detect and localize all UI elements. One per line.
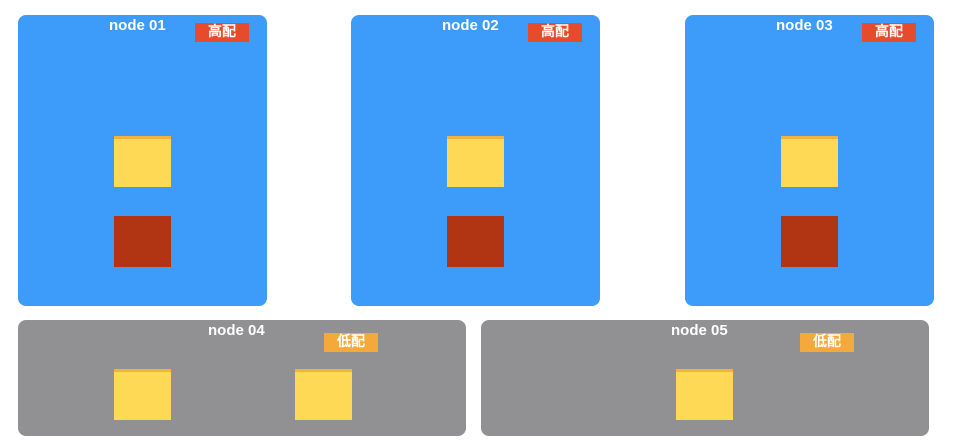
- node-04-box: node 04 低配: [18, 320, 466, 436]
- node-05-box: node 05 低配: [481, 320, 929, 436]
- node-01-box: node 01 高配: [18, 15, 267, 306]
- node-03-yellow-block: [781, 136, 838, 187]
- node-04-yellow-block-1: [114, 369, 171, 420]
- node-04-yellow-block-2: [295, 369, 352, 420]
- node-02-box: node 02 高配: [351, 15, 600, 306]
- node-02-badge: 高配: [528, 23, 582, 42]
- node-04-badge: 低配: [324, 333, 378, 352]
- node-03-badge: 高配: [862, 23, 916, 42]
- node-04-title: node 04: [208, 322, 265, 339]
- node-02-red-block: [447, 216, 504, 267]
- node-02-yellow-block: [447, 136, 504, 187]
- node-01-badge: 高配: [195, 23, 249, 42]
- node-02-title: node 02: [442, 17, 499, 34]
- node-03-red-block: [781, 216, 838, 267]
- node-03-title: node 03: [776, 17, 833, 34]
- node-05-badge: 低配: [800, 333, 854, 352]
- node-01-title: node 01: [109, 17, 166, 34]
- node-01-red-block: [114, 216, 171, 267]
- node-05-yellow-block: [676, 369, 733, 420]
- node-01-yellow-block: [114, 136, 171, 187]
- node-03-box: node 03 高配: [685, 15, 934, 306]
- node-05-title: node 05: [671, 322, 728, 339]
